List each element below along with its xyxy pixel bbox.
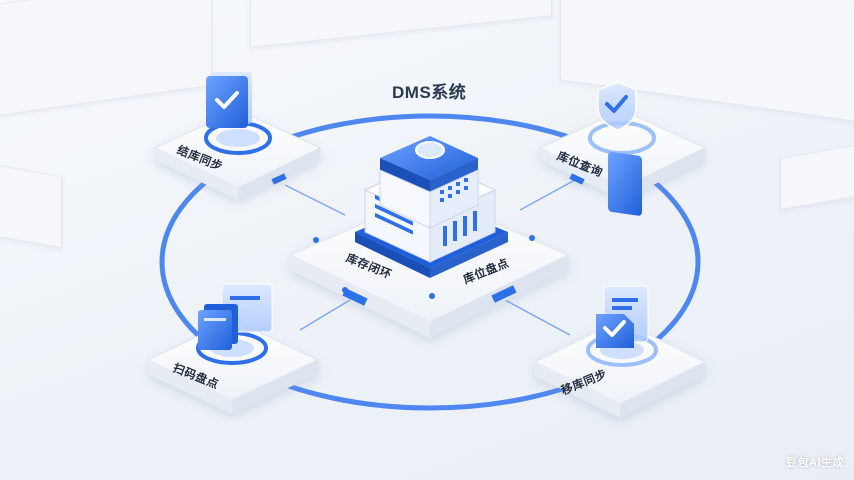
node-platform-top-left	[153, 109, 322, 200]
connector-line	[299, 299, 351, 331]
node-platform-top-right	[538, 109, 707, 200]
node-platform-bottom-left	[146, 319, 320, 414]
diagram-title: DMS系统	[392, 83, 467, 102]
connector-line	[519, 179, 576, 211]
connector-line	[504, 299, 571, 336]
node-platform-bottom-right	[533, 319, 707, 418]
shield-check-folder-icon	[204, 72, 272, 155]
watermark: 豆包AI生成	[786, 457, 844, 469]
document-check-icon	[586, 285, 658, 367]
server-building-icon	[355, 136, 508, 278]
connection-ring	[159, 113, 701, 411]
document-stack-icon	[196, 283, 273, 365]
connector-line	[284, 184, 346, 216]
shield-check-icon	[588, 81, 656, 216]
